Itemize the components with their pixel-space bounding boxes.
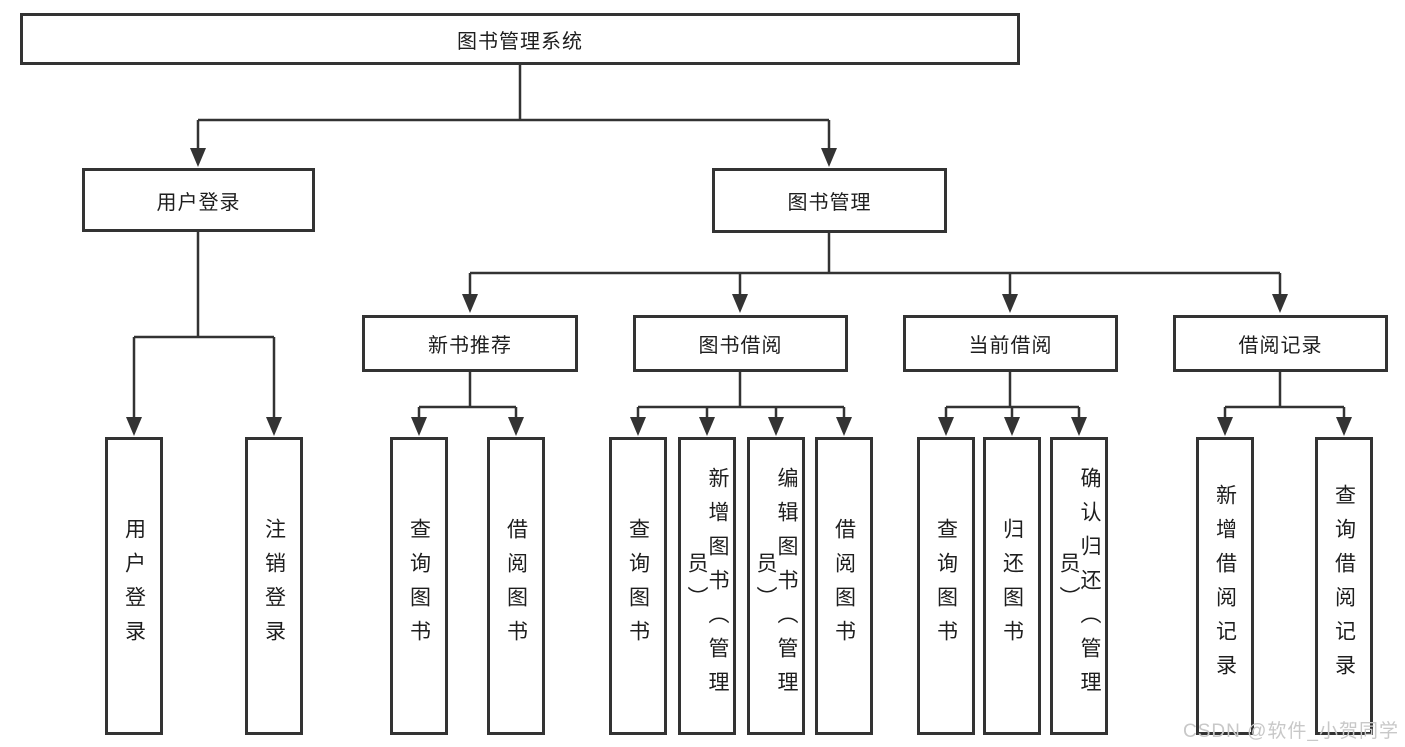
leaf-label: 用户登录 [122, 518, 146, 654]
arrow-down-icon [462, 294, 478, 313]
node-label: 图书管理系统 [457, 30, 583, 53]
leaf-query-books-recommend: 查询图书 [390, 437, 448, 735]
leaf-add-borrow-record: 新增借阅记录 [1196, 437, 1254, 735]
leaf-edit-books-admin: 编辑图书（管理员） [747, 437, 805, 735]
node-root-library-system: 图书管理系统 [20, 13, 1020, 65]
node-book-borrowing: 图书借阅 [633, 315, 848, 372]
leaf-label: 编辑图书（管理员） [754, 467, 798, 705]
node-user-login: 用户登录 [82, 168, 315, 232]
leaf-label: 确认归还（管理员） [1057, 467, 1101, 705]
arrow-down-icon [266, 417, 282, 436]
connector-borrow-junction [636, 372, 846, 421]
leaf-label: 归还图书 [1000, 518, 1024, 654]
arrowheads [126, 148, 1352, 436]
node-label: 新书推荐 [428, 335, 512, 357]
leaf-logout: 注销登录 [245, 437, 303, 735]
node-current-borrowing: 当前借阅 [903, 315, 1118, 372]
leaf-label: 查询图书 [626, 518, 650, 654]
arrow-down-icon [630, 417, 646, 436]
leaf-user-login: 用户登录 [105, 437, 163, 735]
node-label: 图书借阅 [698, 335, 783, 357]
leaf-label: 借阅图书 [504, 518, 528, 654]
leaf-add-books-admin: 新增图书（管理员） [678, 437, 736, 735]
node-label: 借阅记录 [1238, 335, 1323, 357]
node-label: 当前借阅 [968, 335, 1053, 357]
node-label: 用户登录 [156, 191, 241, 214]
arrow-down-icon [1002, 294, 1018, 313]
csdn-watermark: CSDN @软件_小贺同学 [1183, 721, 1399, 742]
leaf-borrow-books-recommend: 借阅图书 [487, 437, 545, 735]
arrow-down-icon [1272, 294, 1288, 313]
leaf-label: 新增借阅记录 [1213, 484, 1237, 688]
arrow-down-icon [1217, 417, 1233, 436]
arrow-down-icon [508, 417, 524, 436]
node-book-management: 图书管理 [712, 168, 947, 233]
node-borrowing-records: 借阅记录 [1173, 315, 1388, 372]
leaf-label: 注销登录 [262, 518, 286, 654]
arrow-down-icon [1004, 417, 1020, 436]
arrow-down-icon [126, 417, 142, 436]
leaf-query-books-current: 查询图书 [917, 437, 975, 735]
connector-root-junction [196, 65, 831, 152]
leaf-label: 查询借阅记录 [1332, 484, 1356, 688]
leaf-label: 借阅图书 [832, 518, 856, 654]
leaf-query-books-borrowing: 查询图书 [609, 437, 667, 735]
node-new-book-recommend: 新书推荐 [362, 315, 578, 372]
arrow-down-icon [1071, 417, 1087, 436]
arrow-down-icon [699, 417, 715, 436]
arrow-down-icon [411, 417, 427, 436]
arrow-down-icon [1336, 417, 1352, 436]
connector-book-mgmt-junction [468, 233, 1282, 298]
connector-new-book-junction [417, 372, 518, 421]
connector-user-login-junction [132, 232, 276, 421]
arrow-down-icon [836, 417, 852, 436]
leaf-label: 查询图书 [407, 518, 431, 654]
arrow-down-icon [732, 294, 748, 313]
leaf-return-books: 归还图书 [983, 437, 1041, 735]
node-label: 图书管理 [787, 192, 872, 214]
leaf-borrow-books: 借阅图书 [815, 437, 873, 735]
leaf-label: 新增图书（管理员） [685, 467, 729, 705]
connector-current-junction [944, 372, 1081, 421]
arrow-down-icon [190, 148, 206, 167]
leaf-query-borrow-record: 查询借阅记录 [1315, 437, 1373, 735]
arrow-down-icon [821, 148, 837, 167]
connector-record-junction [1223, 372, 1346, 421]
leaf-confirm-return-admin: 确认归还（管理员） [1050, 437, 1108, 735]
leaf-label: 查询图书 [934, 518, 958, 654]
arrow-down-icon [938, 417, 954, 436]
arrow-down-icon [768, 417, 784, 436]
